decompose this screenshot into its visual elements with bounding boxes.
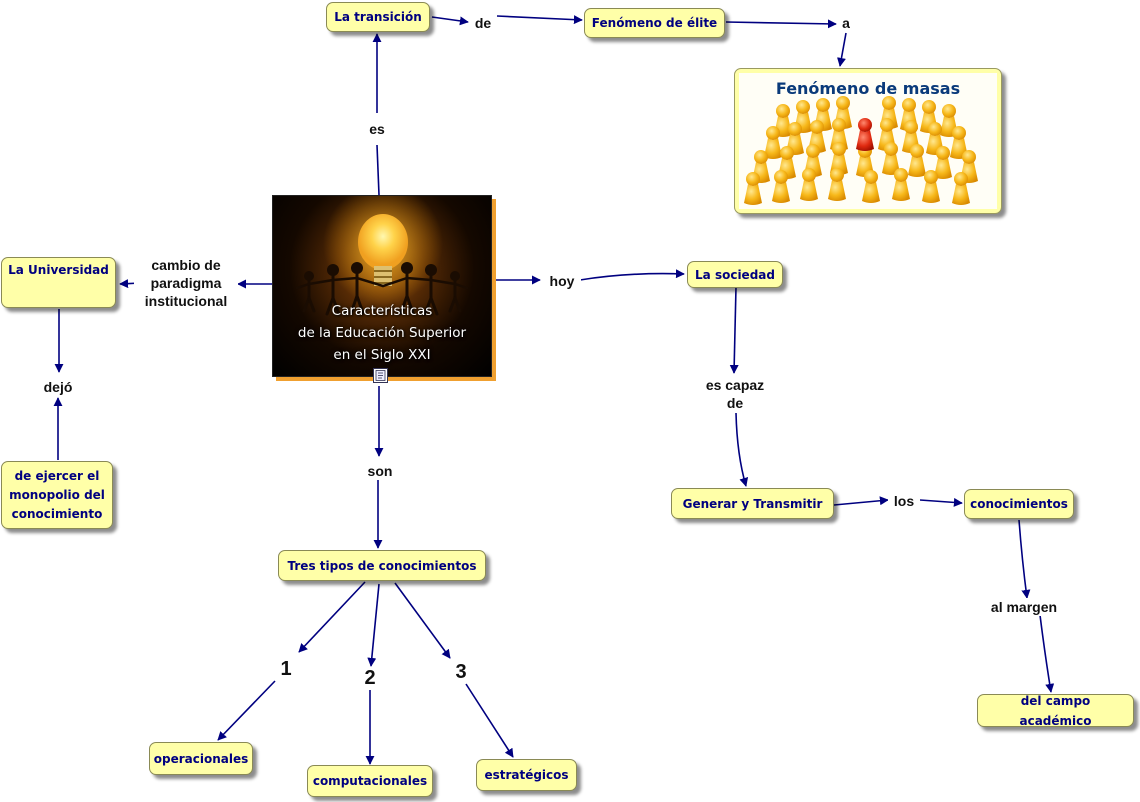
link-al-margen: al margen xyxy=(982,598,1066,616)
concept-la-universidad[interactable]: La Universidad xyxy=(1,257,116,308)
link-son: son xyxy=(362,462,398,480)
link-cambio-paradigma: cambio de paradigma institucional xyxy=(134,256,238,310)
fenomeno-masas-title: Fenómeno de masas xyxy=(775,79,961,98)
concept-operacionales[interactable]: operacionales xyxy=(149,742,253,775)
concept-computacionales[interactable]: computacionales xyxy=(307,765,433,797)
link-es: es xyxy=(362,120,392,138)
link-los: los xyxy=(888,492,920,510)
concept-monopolio[interactable]: de ejercer el monopolio del conocimiento xyxy=(1,461,113,529)
concept-la-transicion[interactable]: La transición xyxy=(326,2,430,32)
concept-la-sociedad[interactable]: La sociedad xyxy=(687,261,783,288)
link-hoy: hoy xyxy=(543,272,581,290)
central-concept-title: Características de la Educación Superior… xyxy=(297,303,467,363)
link-number-3: 3 xyxy=(455,661,467,683)
concept-fenomeno-elite[interactable]: Fenómeno de élite xyxy=(584,8,725,38)
link-a: a xyxy=(838,14,854,32)
link-number-2: 2 xyxy=(364,667,376,689)
link-dejo: dejó xyxy=(37,378,79,396)
concept-generar-transmitir[interactable]: Generar y Transmitir xyxy=(671,488,834,519)
link-number-1: 1 xyxy=(280,658,292,680)
concept-campo-academico[interactable]: del campo académico xyxy=(977,694,1134,728)
lightbulb-people-icon xyxy=(295,196,469,316)
link-de: de xyxy=(470,14,496,32)
document-icon[interactable] xyxy=(373,368,388,383)
link-es-capaz-de: es capaz de xyxy=(696,376,774,412)
central-concept-image[interactable]: Características de la Educación Superior… xyxy=(272,195,492,377)
concept-estrategicos[interactable]: estratégicos xyxy=(476,759,577,791)
concept-fenomeno-masas[interactable]: Fenómeno de masas xyxy=(734,68,1002,214)
concept-tres-tipos[interactable]: Tres tipos de conocimientos xyxy=(278,550,486,581)
concept-conocimientos[interactable]: conocimientos xyxy=(964,489,1074,519)
